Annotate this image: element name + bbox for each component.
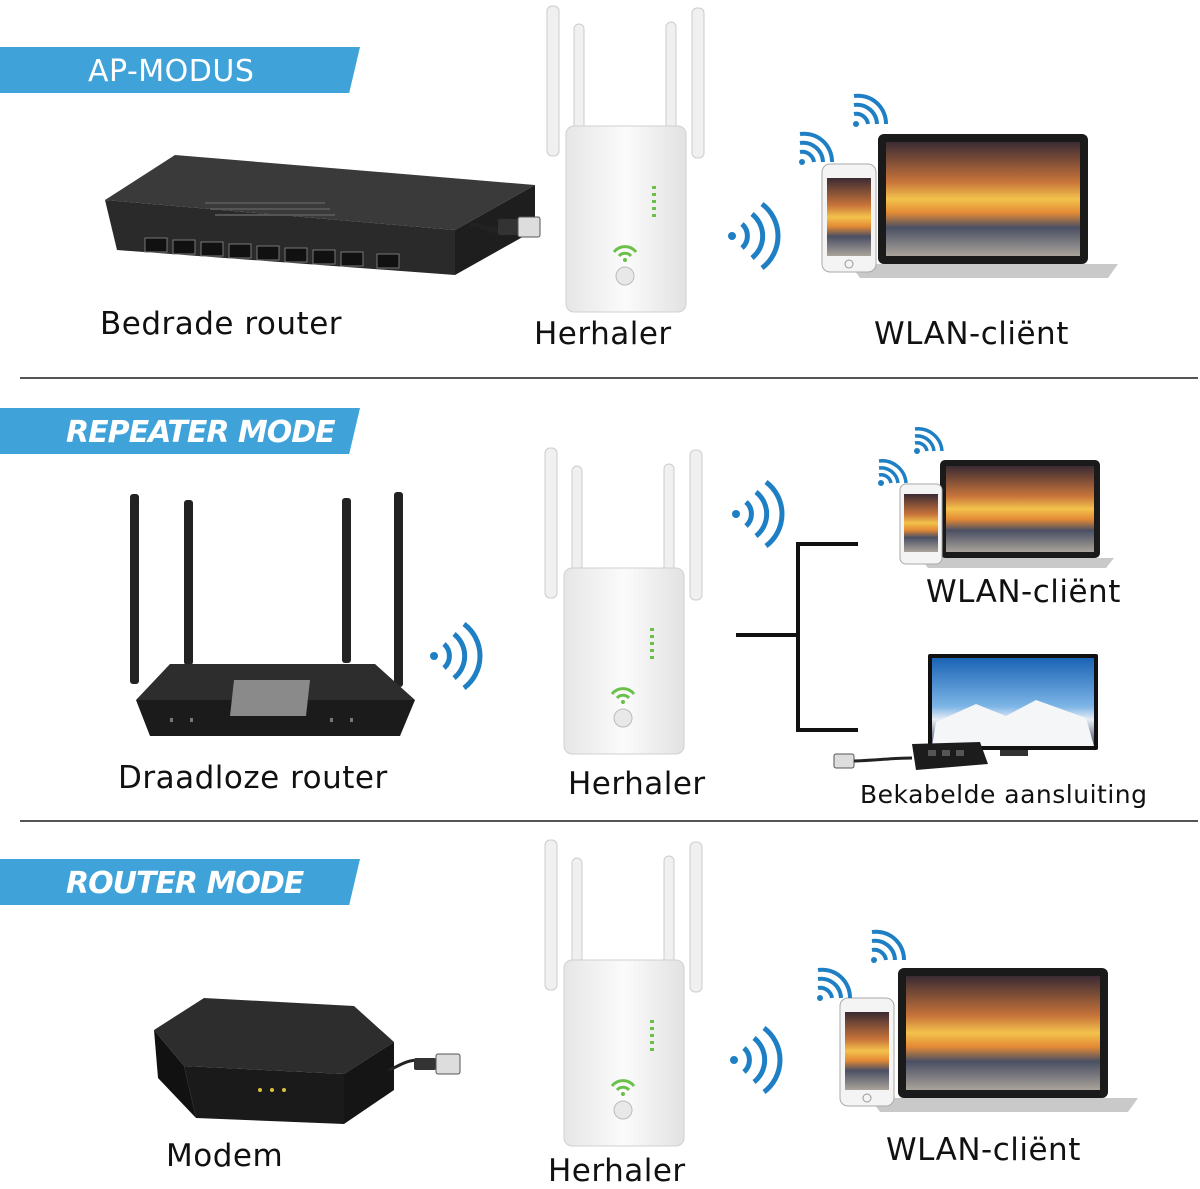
laptop-icon — [870, 968, 1138, 1112]
source-label: Modem — [166, 1138, 284, 1174]
laptop-icon — [920, 460, 1114, 568]
wifi-signal-icon — [728, 202, 781, 270]
mode-banner-router: ROUTER MODE — [0, 859, 360, 905]
wifi-signal-icon — [878, 459, 908, 486]
client-label: WLAN-cliënt — [874, 316, 1069, 352]
mode-title: AP-MODUS — [88, 54, 255, 89]
phone-icon — [899, 483, 943, 565]
ethernet-plug-icon — [414, 1053, 461, 1075]
source-label: Draadloze router — [118, 760, 388, 796]
wifi-signal-icon — [799, 131, 835, 165]
mode-title: ROUTER MODE — [66, 866, 304, 901]
client-label: WLAN-cliënt — [886, 1132, 1081, 1168]
mode-banner-ap: AP-MODUS — [0, 47, 360, 93]
wifi-signal-icon — [914, 427, 944, 454]
repeater-label: Herhaler — [568, 766, 706, 802]
repeater-label: Herhaler — [534, 316, 672, 352]
repeater-icon — [544, 839, 703, 1147]
wifi-signal-icon — [430, 622, 483, 690]
wifi-signal-icon — [853, 93, 889, 127]
wifi-signal-icon — [817, 967, 853, 1001]
mode-banner-repeater: REPEATER MODE — [0, 408, 360, 454]
connection-lines — [736, 542, 858, 732]
router-icon — [130, 492, 415, 736]
mode-title: REPEATER MODE — [66, 415, 336, 450]
wired-label: Bekabelde aansluiting — [860, 780, 1148, 809]
section-divider — [20, 377, 1198, 379]
repeater-icon — [546, 5, 705, 313]
section-divider — [20, 820, 1198, 822]
wifi-signal-icon — [732, 480, 785, 548]
wifi-signal-icon — [871, 929, 907, 963]
tv-icon — [928, 654, 1098, 756]
source-label: Bedrade router — [100, 306, 343, 342]
ethernet-plug-icon — [833, 742, 988, 770]
ethernet-plug-icon — [469, 216, 541, 238]
repeater-icon — [544, 447, 703, 755]
phone-icon — [821, 163, 877, 273]
client-label: WLAN-cliënt — [926, 574, 1121, 610]
laptop-icon — [850, 134, 1118, 278]
wifi-signal-icon — [730, 1026, 783, 1094]
phone-icon — [839, 997, 895, 1107]
repeater-label: Herhaler — [548, 1153, 686, 1189]
modem-icon — [154, 998, 420, 1124]
